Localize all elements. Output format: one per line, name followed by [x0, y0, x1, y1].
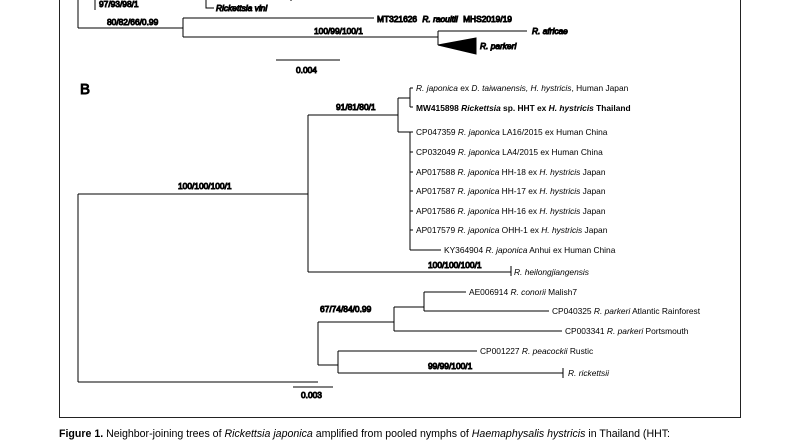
caption-text-1: Neighbor-joining trees of [103, 428, 225, 440]
tip-raoultii-name: R. raoultii [422, 14, 459, 24]
tip-raoultii-id: MT321626 [377, 14, 417, 24]
caption-italic-1: Rickettsia japonica [224, 428, 313, 440]
support-rickettsii: 99/99/100/1 [428, 361, 473, 371]
tip-label: AP017588 R. japonica HH-18 ex H. hystric… [416, 167, 606, 177]
tip-raoultii-strain: MHS2019/19 [463, 14, 512, 24]
tip-label: CP003341 R. parkeri Portsmouth [565, 326, 689, 336]
tip-label: KY364904 R. japonica Anhui ex Human Chin… [444, 245, 616, 255]
tip-label: MW415898 Rickettsia sp. HHT ex H. hystri… [416, 103, 631, 113]
tip-label: CP001227 R. peacockii Rustic [480, 346, 593, 356]
tip-label: R. rickettsii [568, 368, 610, 378]
panel-a-tree [77, 0, 527, 61]
tip-label: CP047359 R. japonica LA16/2015 ex Human … [416, 127, 608, 137]
scale-label-a: 0.004 [296, 65, 317, 75]
tip-label: R. heilongjiangensis [514, 267, 590, 277]
tip-label: CP032049 R. japonica LA4/2015 ex Human C… [416, 147, 603, 157]
scale-label-b: 0.003 [301, 390, 322, 400]
tip-parkeri-collapsed: R. parkeri [480, 41, 517, 51]
panel-b-tip-labels: R. japonica ex D. taiwanensis, H. hystri… [416, 83, 701, 378]
support-heilongjiangensis: 100/100/100/1 [428, 260, 482, 270]
caption-italic-2: Haemaphysalis hystricis [471, 428, 586, 440]
tip-raoultii: MT321626 R. raoultii MHS2019/19 [377, 14, 512, 24]
support-root-upper: 100/100/100/1 [178, 181, 232, 191]
tip-label: CP040325 R. parkeri Atlantic Rainforest [552, 306, 701, 316]
support-japonica-clade: 91/81/80/1 [336, 102, 376, 112]
tip-label: AP017587 R. japonica HH-17 ex H. hystric… [416, 186, 606, 196]
support-a-80-82: 80/82/66/0.99 [107, 17, 159, 27]
panel-b-tree [77, 87, 564, 388]
support-spotted-clade: 67/74/84/0.99 [320, 304, 372, 314]
phylogenetic-trees: 97/93/98/1 Rickettsia vini 80/82/66/0.99… [77, 0, 701, 401]
tip-label: R. japonica ex D. taiwanensis, H. hystri… [416, 83, 629, 93]
caption-text-2: amplified from pooled nymphs of [312, 428, 472, 440]
tip-vini: Rickettsia vini [216, 3, 268, 13]
tip-africae: R. africae [532, 26, 568, 36]
figure-caption: Figure 1. Neighbor-joining trees of Rick… [59, 428, 759, 440]
caption-label: Figure 1. [59, 428, 104, 440]
caption-text-3: in Thailand (HHT: [585, 428, 670, 440]
tip-label: AE006914 R. conorii Malish7 [469, 287, 577, 297]
figure-frame [59, 0, 741, 418]
support-a-100-99: 100/99/100/1 [314, 26, 363, 36]
collapsed-clade-parkeri [437, 37, 477, 55]
tip-label: AP017586 R. japonica HH-16 ex H. hystric… [416, 206, 606, 216]
panel-letter-b: B [80, 81, 90, 98]
support-a-97-93: 97/93/98/1 [99, 0, 139, 9]
tip-label: AP017579 R. japonica OHH-1 ex H. hystric… [416, 225, 608, 235]
